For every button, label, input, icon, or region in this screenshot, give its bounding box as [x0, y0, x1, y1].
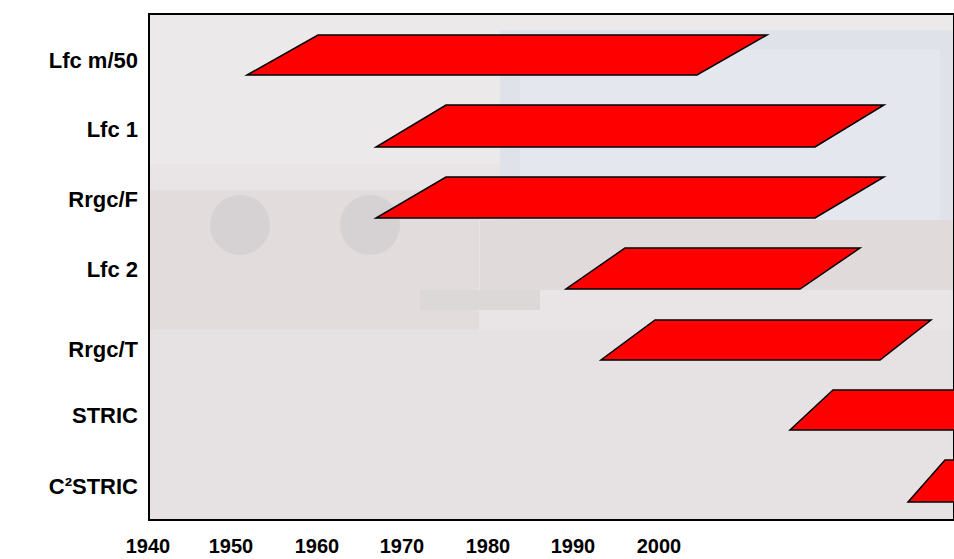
row-label: Lfc m/50	[49, 50, 138, 72]
timeline-bar: Rrgc/T	[0, 318, 954, 368]
bar-parallelogram	[908, 460, 954, 502]
row-label: STRIC	[72, 405, 138, 427]
axis-year: 1960	[295, 536, 340, 556]
bar-parallelogram	[247, 35, 767, 75]
bar-shape	[0, 103, 954, 149]
timeline-bar: Lfc 1	[0, 103, 954, 149]
bar-parallelogram	[566, 248, 860, 289]
axis-year: 1990	[551, 536, 596, 556]
bar-shape	[0, 318, 954, 368]
bar-parallelogram	[790, 390, 954, 430]
bar-shape	[0, 246, 954, 291]
bar-parallelogram	[601, 320, 931, 360]
axis-year: 1940	[126, 536, 171, 556]
timeline-bar: Lfc m/50	[0, 33, 954, 79]
timeline-bar: Rrgc/F	[0, 175, 954, 220]
axis-year: 2000	[637, 536, 682, 556]
timeline-bar: STRIC	[0, 388, 954, 434]
bar-parallelogram	[376, 105, 884, 147]
row-label: Rrgc/F	[68, 189, 138, 211]
axis-year: 1970	[380, 536, 425, 556]
row-label: Lfc 1	[87, 119, 138, 141]
axis-year: 1950	[209, 536, 254, 556]
row-label: Rrgc/T	[68, 339, 138, 361]
bar-parallelogram	[376, 177, 884, 218]
bar-shape	[0, 175, 954, 220]
axis-year: 1980	[466, 536, 511, 556]
timeline-bar: C²STRIC	[0, 458, 954, 505]
row-label: Lfc 2	[87, 259, 138, 281]
timeline-bar: Lfc 2	[0, 246, 954, 291]
bar-shape	[0, 33, 954, 79]
row-label: C²STRIC	[49, 476, 138, 498]
bar-shape	[0, 388, 954, 434]
bar-shape	[0, 458, 954, 505]
